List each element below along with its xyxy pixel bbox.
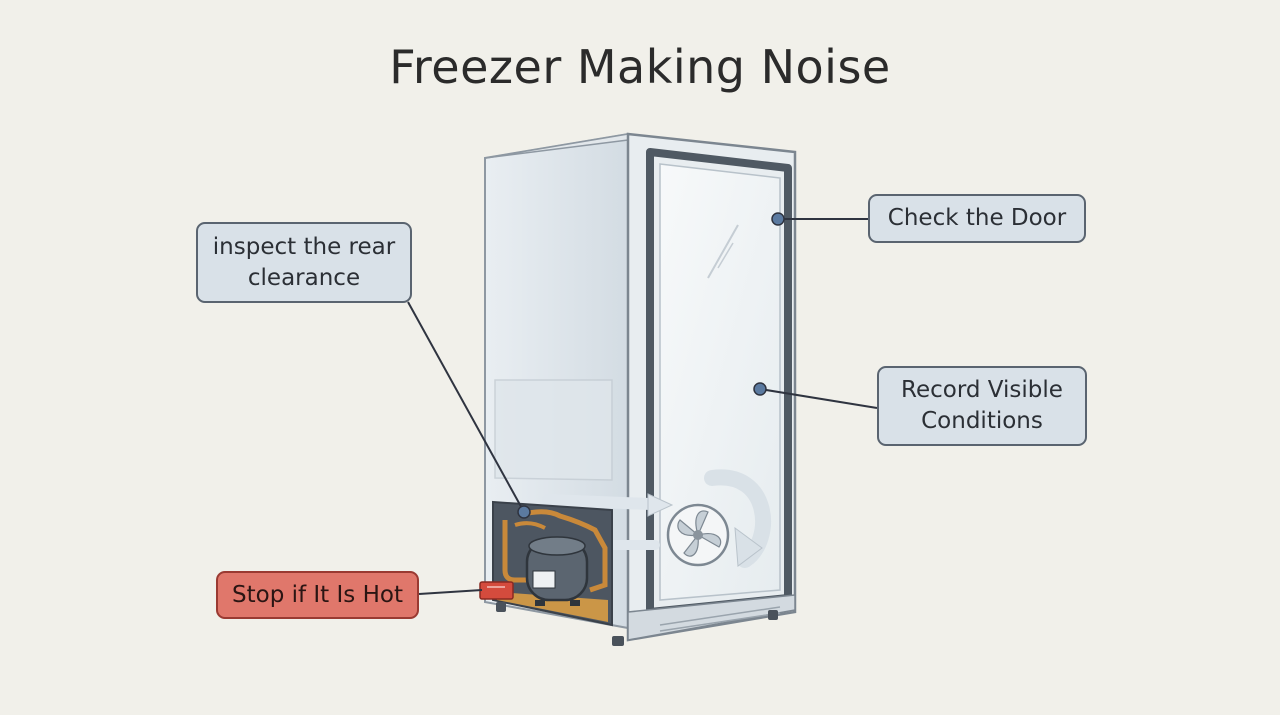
fan-icon — [666, 503, 730, 567]
airflow-arrow-top — [542, 494, 656, 510]
callout-rear-clearance: inspect the rear clearance — [196, 222, 412, 303]
side-panel-recess — [494, 379, 613, 481]
compartment-floor — [497, 592, 608, 622]
callout-record-conditions: Record Visible Conditions — [877, 366, 1087, 446]
compressor-icon — [525, 536, 589, 606]
leader-line-hot — [418, 589, 483, 595]
leader-line-rear — [407, 301, 525, 513]
callout-stop-if-hot: Stop if It Is Hot — [216, 571, 419, 619]
callout-check-door: Check the Door — [868, 194, 1086, 243]
page-title: Freezer Making Noise — [389, 40, 891, 94]
heat-warning-indicator — [479, 581, 514, 600]
copper-pipe — [502, 520, 530, 583]
leader-line-record — [759, 388, 878, 409]
cabinet-foot — [496, 602, 506, 612]
